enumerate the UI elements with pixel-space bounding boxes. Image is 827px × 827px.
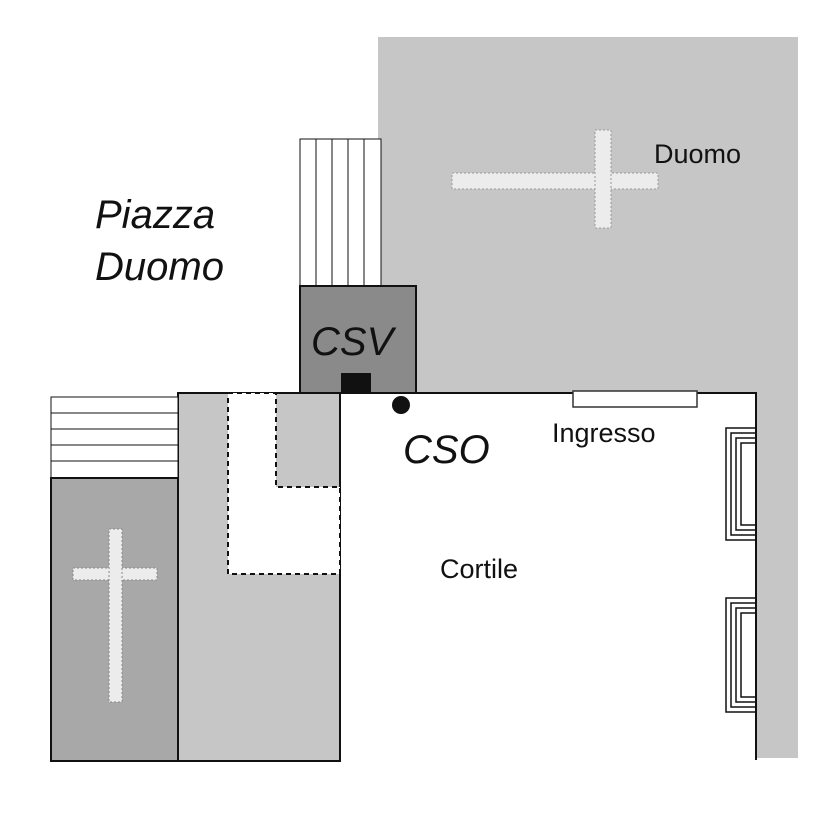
chapel-cross-icon (72, 528, 158, 703)
duomo-label: Duomo (654, 139, 741, 169)
ingresso-label: Ingresso (552, 418, 656, 448)
piazza-label-line2: Duomo (95, 245, 224, 289)
stairs-upper (299, 138, 382, 287)
cortile-label: Cortile (440, 554, 518, 584)
cso-marker-icon (392, 396, 410, 414)
duomo-cross-icon (451, 129, 659, 229)
window-upper (725, 427, 757, 541)
dashed-area (227, 392, 341, 575)
stairs-left (50, 396, 179, 479)
cortile-courtyard (340, 393, 756, 768)
ingresso-doorway (572, 390, 698, 408)
piazza-label-line1: Piazza (95, 193, 215, 237)
window-lower (725, 597, 757, 713)
csv-marker-icon (341, 373, 371, 393)
csv-label: CSV (311, 320, 397, 364)
cso-label: CSO (403, 428, 490, 472)
